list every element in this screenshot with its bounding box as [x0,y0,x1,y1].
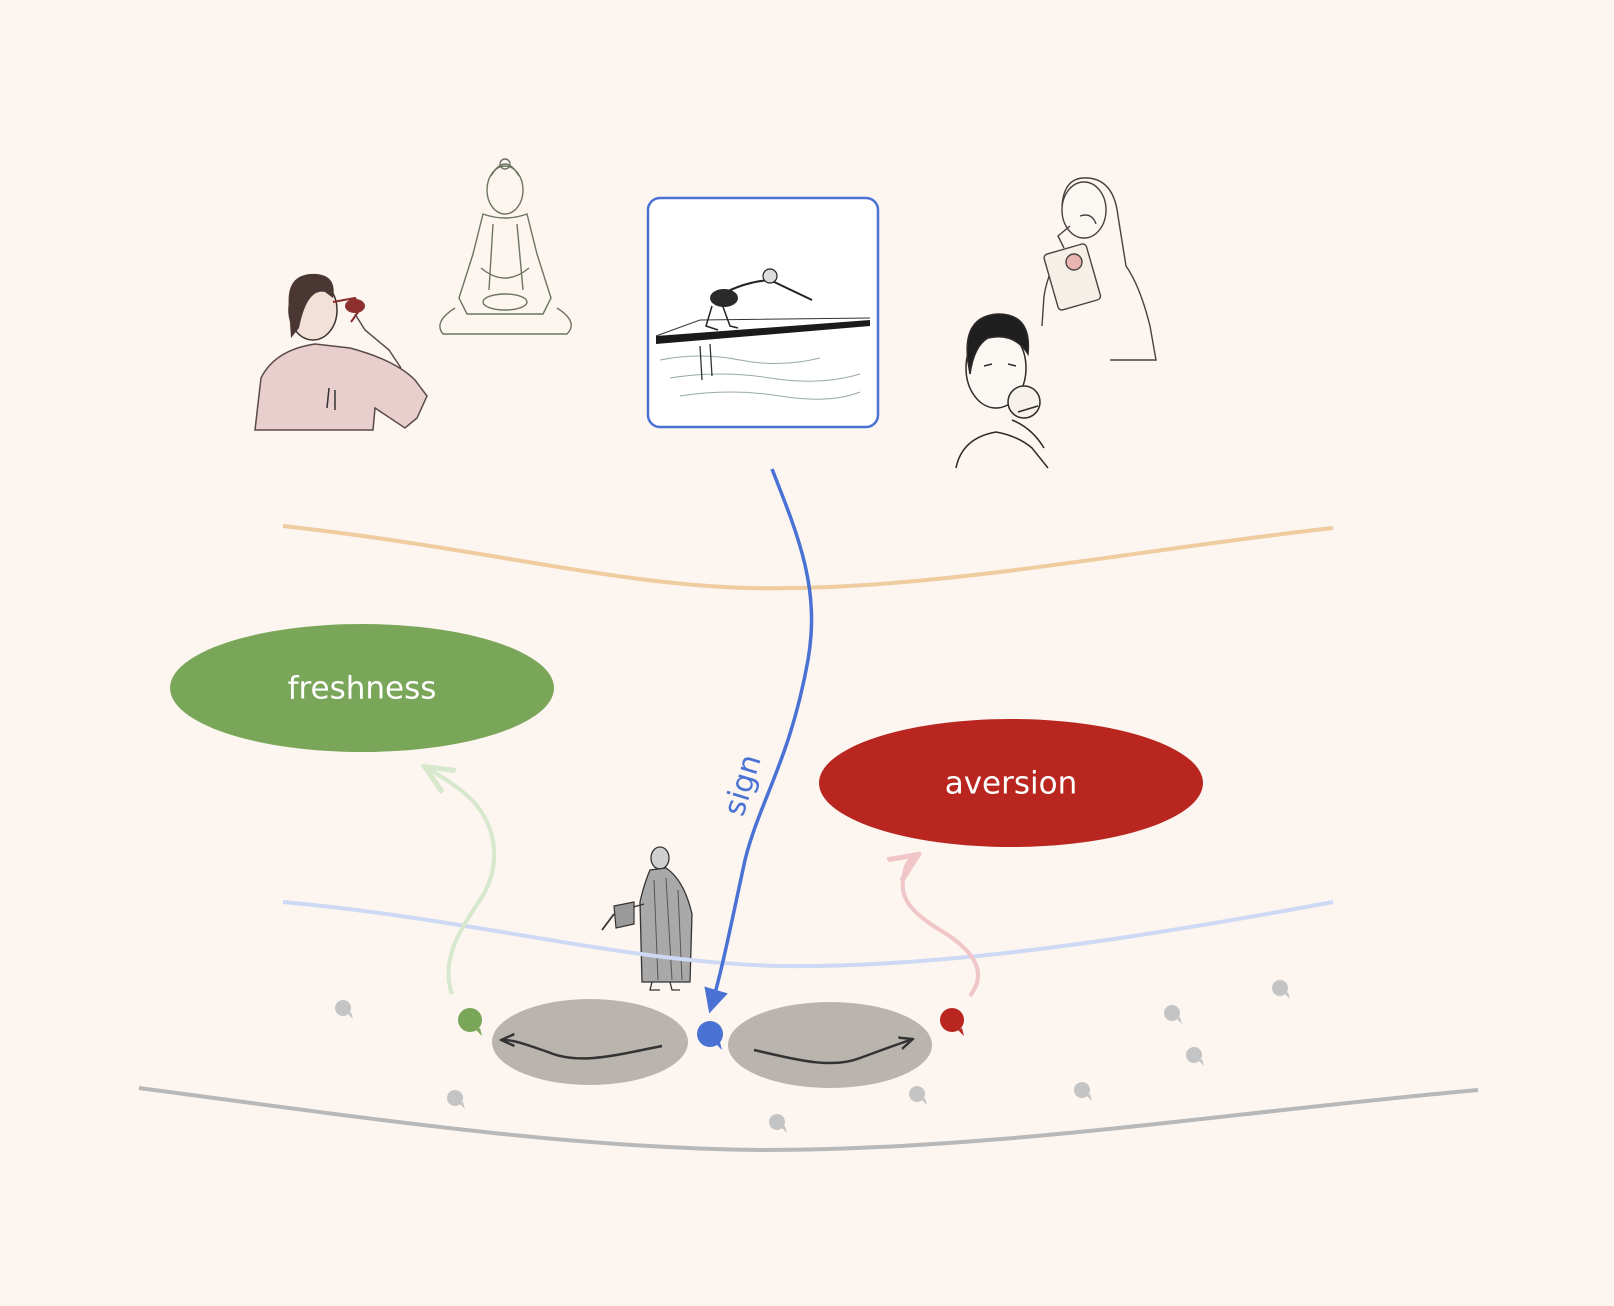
freshness-node: freshness [170,624,554,752]
grey-dot [1272,980,1290,999]
blue-dot [697,1021,723,1050]
monk-watering-illustration [601,846,693,991]
grey-dot [335,1000,353,1019]
aversion-label: aversion [945,766,1078,802]
woman-eating-apple-illustration [955,313,1049,469]
grey-dot [1074,1082,1092,1101]
swimmer-diving-illustration [646,196,880,429]
grey-dot [769,1114,787,1133]
ground-curve [138,1086,1479,1153]
aversion-node: aversion [819,719,1203,847]
right-basin [728,1002,932,1088]
red-upward-arrow [903,858,981,998]
lower-curve [282,900,1334,969]
green-dot [458,1008,482,1036]
grey-dot [1164,1005,1182,1024]
grey-dot [1186,1047,1204,1066]
woman-eating-chips-illustration [1041,177,1157,361]
freshness-label: freshness [288,671,437,707]
red-dot [940,1008,964,1036]
left-basin [492,999,688,1085]
sign-arrow [704,468,814,1014]
upper-curve [282,524,1334,591]
grey-dot [447,1090,465,1109]
seated-buddha-illustration [439,158,572,335]
woman-drinking-wine-illustration [254,273,428,431]
grey-dot [909,1086,927,1105]
green-upward-arrow [430,770,497,995]
